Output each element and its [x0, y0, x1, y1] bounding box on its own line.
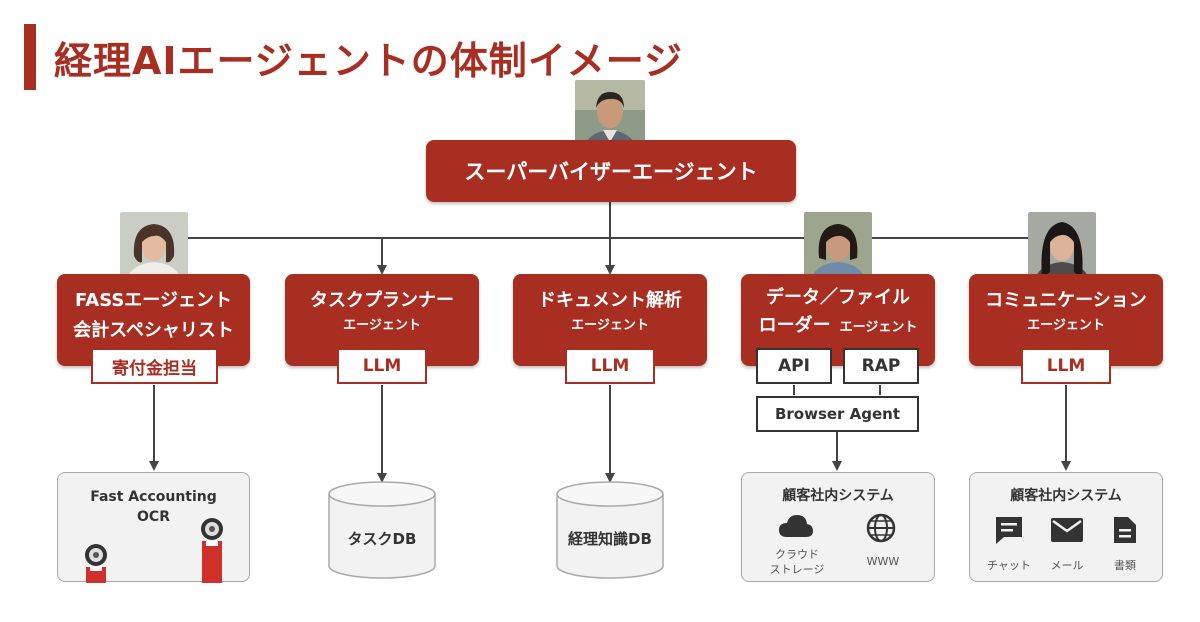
chat-label: チャット — [987, 559, 1031, 572]
communication-llm-tag: LLM — [1021, 348, 1111, 384]
data-loader-agent-avatar — [804, 212, 872, 282]
task-planner-agent-title: タスクプランナー — [310, 290, 454, 311]
title-accent-bar — [24, 24, 36, 90]
customer-system-box-2: 顧客社内システム チャット メール 書類 — [969, 472, 1163, 582]
customer-system-box-1: 顧客社内システム クラウド ストレージ WWW — [741, 472, 935, 582]
task-planner-llm-tag: LLM — [337, 348, 427, 384]
communication-agent-subtitle: エージェント — [1027, 318, 1105, 333]
ocr-system-box: Fast Accounting OCR — [57, 472, 250, 583]
ocr-system-subtitle: OCR — [137, 509, 170, 525]
page-title: 経理AIエージェントの体制イメージ — [54, 39, 684, 83]
task-db-label: タスクDB — [347, 530, 417, 548]
data-loader-agent-subtitle-b: エージェント — [839, 320, 918, 335]
docs-label: 書類 — [1114, 559, 1136, 572]
cloud-storage-label-2: ストレージ — [769, 563, 825, 576]
data-loader-agent-title: データ／ファイル — [766, 287, 910, 308]
cloud-icon — [779, 515, 813, 537]
cloud-storage-label-1: クラウド — [775, 548, 819, 561]
fass-agent-tag: 寄付金担当 — [91, 348, 218, 384]
knowledge-db-cylinder: 経理知識DB — [555, 480, 665, 580]
task-db-cylinder: タスクDB — [327, 480, 437, 580]
browser-agent-tag: Browser Agent — [756, 396, 919, 432]
fass-agent-title: FASSエージェント — [75, 290, 232, 311]
robot-icon — [85, 544, 107, 583]
data-loader-rap-tag: RAP — [843, 348, 919, 384]
customer-system-title-1: 顧客社内システム — [782, 488, 894, 504]
document-analysis-llm-tag: LLM — [565, 348, 655, 384]
data-loader-api-tag: API — [756, 348, 832, 384]
supervisor-agent-box[interactable]: スーパーバイザーエージェント — [426, 140, 796, 202]
chat-icon — [996, 517, 1022, 544]
customer-system-title-2: 顧客社内システム — [1010, 488, 1122, 504]
communication-agent-avatar — [1028, 212, 1096, 282]
knowledge-db-label: 経理知識DB — [568, 530, 652, 548]
mail-label: メール — [1050, 559, 1084, 572]
communication-agent-title: コミュニケーション — [985, 290, 1147, 311]
data-loader-agent-subtitle-a: ローダー — [758, 315, 831, 336]
supervisor-agent-label: スーパーバイザーエージェント — [464, 160, 758, 184]
fass-agent-avatar — [120, 212, 188, 282]
task-planner-agent-subtitle: エージェント — [343, 318, 421, 333]
mail-icon — [1051, 518, 1083, 542]
www-label: WWW — [866, 555, 900, 568]
ocr-system-title: Fast Accounting — [90, 489, 217, 505]
fass-agent-subtitle: 会計スペシャリスト — [73, 320, 234, 341]
document-icon — [1114, 517, 1136, 543]
robot-icon — [201, 518, 223, 583]
document-analysis-agent-subtitle: エージェント — [571, 318, 649, 333]
document-analysis-agent-title: ドキュメント解析 — [538, 290, 682, 311]
globe-icon — [866, 513, 896, 543]
